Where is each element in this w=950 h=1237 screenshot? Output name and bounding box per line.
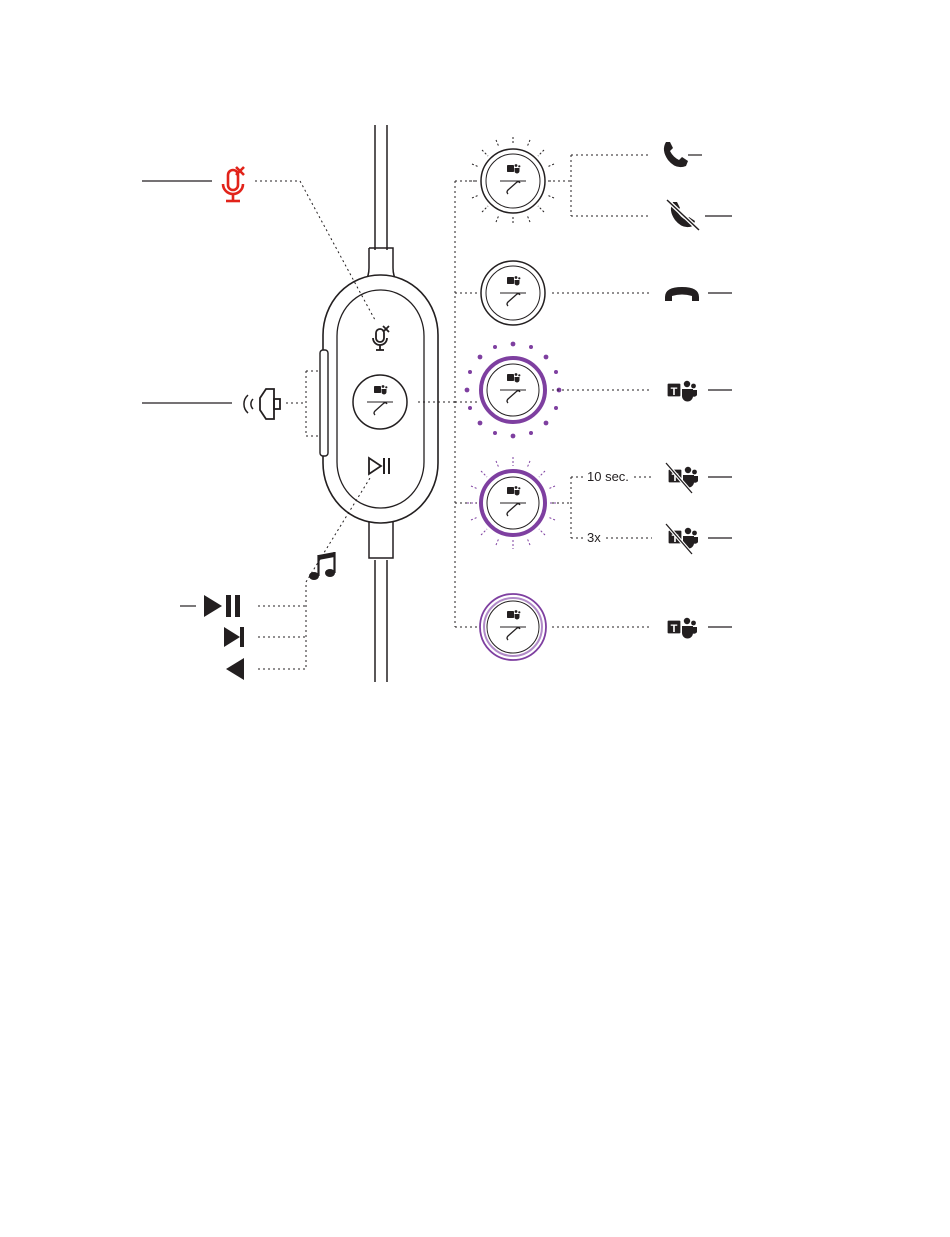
music-note-icon: [309, 552, 335, 580]
teams-crossed-icon: [666, 463, 698, 493]
state-teams-blink-button: [467, 457, 559, 549]
speaker-volume-icon: [244, 389, 280, 419]
state-teams-idle-button: [480, 594, 546, 660]
teams-blink-callouts: [552, 477, 732, 538]
previous-track-icon: [226, 658, 244, 680]
volume-callout: [142, 371, 320, 436]
mic-muted-icon: [223, 167, 244, 201]
teams-icon: [667, 618, 697, 639]
teams-crossed-icon: [666, 524, 698, 554]
three-times-label: 3x: [587, 530, 601, 545]
phone-hangup-icon: [665, 287, 699, 301]
state-incoming-call-button: [469, 137, 557, 225]
teams-icon: [667, 381, 697, 402]
incoming-call-callouts: [548, 155, 732, 216]
next-track-icon: [224, 627, 244, 647]
ten-seconds-label: 10 sec.: [587, 469, 629, 484]
state-teams-notification-button: [465, 342, 562, 439]
phone-decline-icon: [667, 200, 699, 230]
play-pause-icon: [204, 595, 240, 617]
state-active-call-button: [481, 261, 545, 325]
phone-answer-icon: [664, 142, 688, 167]
controller-teams-call-button[interactable]: [353, 375, 407, 429]
